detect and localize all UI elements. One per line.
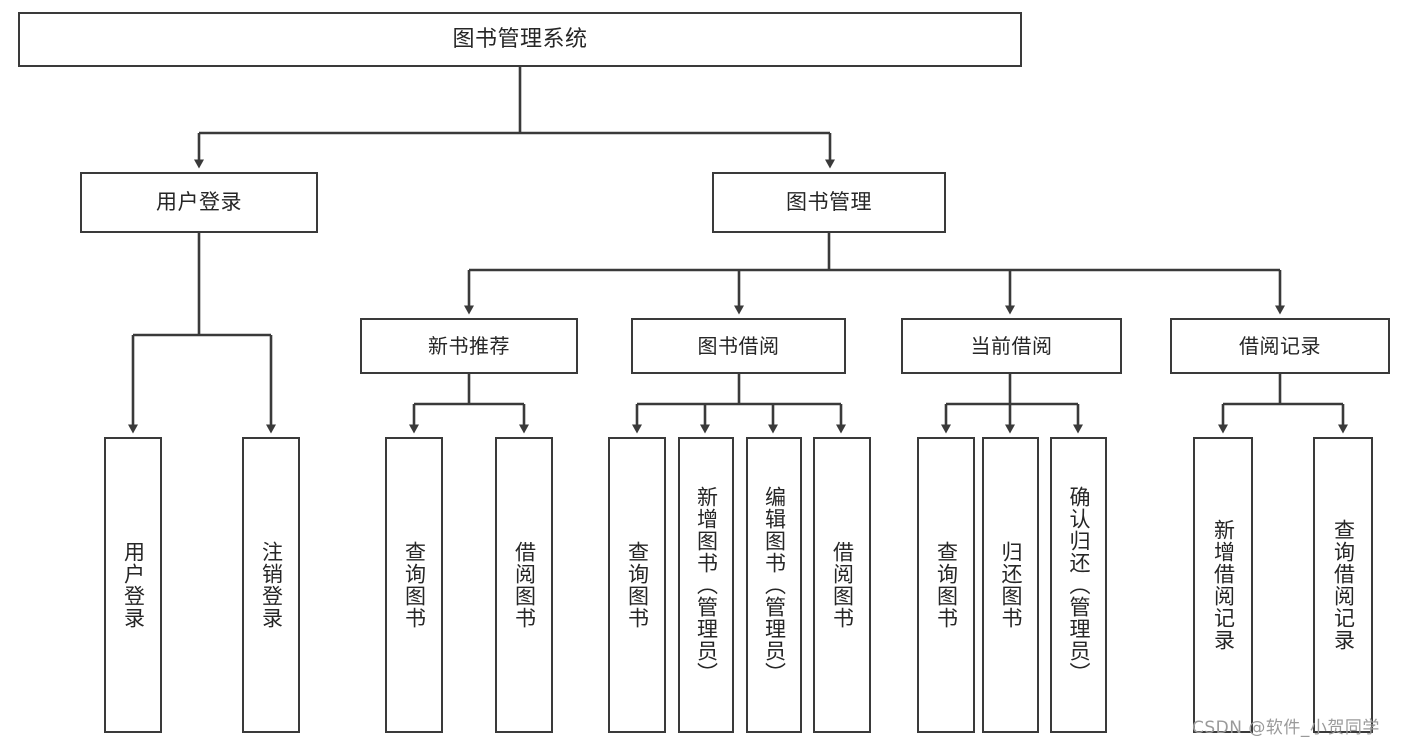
leaf-logout[interactable]: 注销登录 [242, 437, 300, 733]
leaf-confirm-return[interactable]: 确认归还（管理员） [1050, 437, 1107, 733]
node-user-login[interactable]: 用户登录 [80, 172, 318, 233]
leaf-edit-book[interactable]: 编辑图书（管理员） [746, 437, 802, 733]
leaf-query-book-1-label: 查询图书 [402, 541, 427, 629]
node-borrow-record-label: 借阅记录 [1239, 333, 1321, 358]
leaf-query-record[interactable]: 查询借阅记录 [1313, 437, 1373, 733]
leaf-query-record-label: 查询借阅记录 [1331, 519, 1356, 651]
leaf-query-book-3-label: 查询图书 [934, 541, 959, 629]
node-current-borrow[interactable]: 当前借阅 [901, 318, 1122, 374]
node-new-book-rec[interactable]: 新书推荐 [360, 318, 578, 374]
leaf-borrow-book-1[interactable]: 借阅图书 [495, 437, 553, 733]
node-book-borrow-label: 图书借阅 [697, 333, 780, 358]
leaf-edit-book-label: 编辑图书（管理员） [762, 486, 787, 684]
leaf-return-book-label: 归还图书 [998, 541, 1023, 629]
leaf-add-book[interactable]: 新增图书（管理员） [678, 437, 734, 733]
node-root-label: 图书管理系统 [452, 26, 588, 52]
node-borrow-record[interactable]: 借阅记录 [1170, 318, 1390, 374]
leaf-borrow-book-1-label: 借阅图书 [512, 541, 537, 629]
watermark-text: CSDN @软件_小贺同学 [1192, 718, 1380, 738]
leaf-borrow-book-2[interactable]: 借阅图书 [813, 437, 871, 733]
leaf-query-book-3[interactable]: 查询图书 [917, 437, 975, 733]
leaf-add-book-label: 新增图书（管理员） [694, 486, 719, 684]
node-book-manage[interactable]: 图书管理 [712, 172, 946, 233]
leaf-return-book[interactable]: 归还图书 [982, 437, 1039, 733]
leaf-query-book-1[interactable]: 查询图书 [385, 437, 443, 733]
node-new-book-rec-label: 新书推荐 [428, 333, 510, 358]
node-user-login-label: 用户登录 [156, 190, 242, 215]
leaf-add-record[interactable]: 新增借阅记录 [1193, 437, 1253, 733]
leaf-user-login[interactable]: 用户登录 [104, 437, 162, 733]
leaf-logout-label: 注销登录 [259, 541, 284, 629]
node-book-manage-label: 图书管理 [786, 190, 872, 215]
leaf-add-record-label: 新增借阅记录 [1211, 519, 1236, 651]
leaf-borrow-book-2-label: 借阅图书 [830, 541, 855, 629]
leaf-user-login-label: 用户登录 [121, 541, 146, 629]
leaf-query-book-2[interactable]: 查询图书 [608, 437, 666, 733]
leaf-query-book-2-label: 查询图书 [625, 541, 650, 629]
leaf-confirm-return-label: 确认归还（管理员） [1066, 486, 1091, 684]
node-current-borrow-label: 当前借阅 [970, 333, 1053, 358]
node-book-borrow[interactable]: 图书借阅 [631, 318, 846, 374]
node-root[interactable]: 图书管理系统 [18, 12, 1022, 67]
